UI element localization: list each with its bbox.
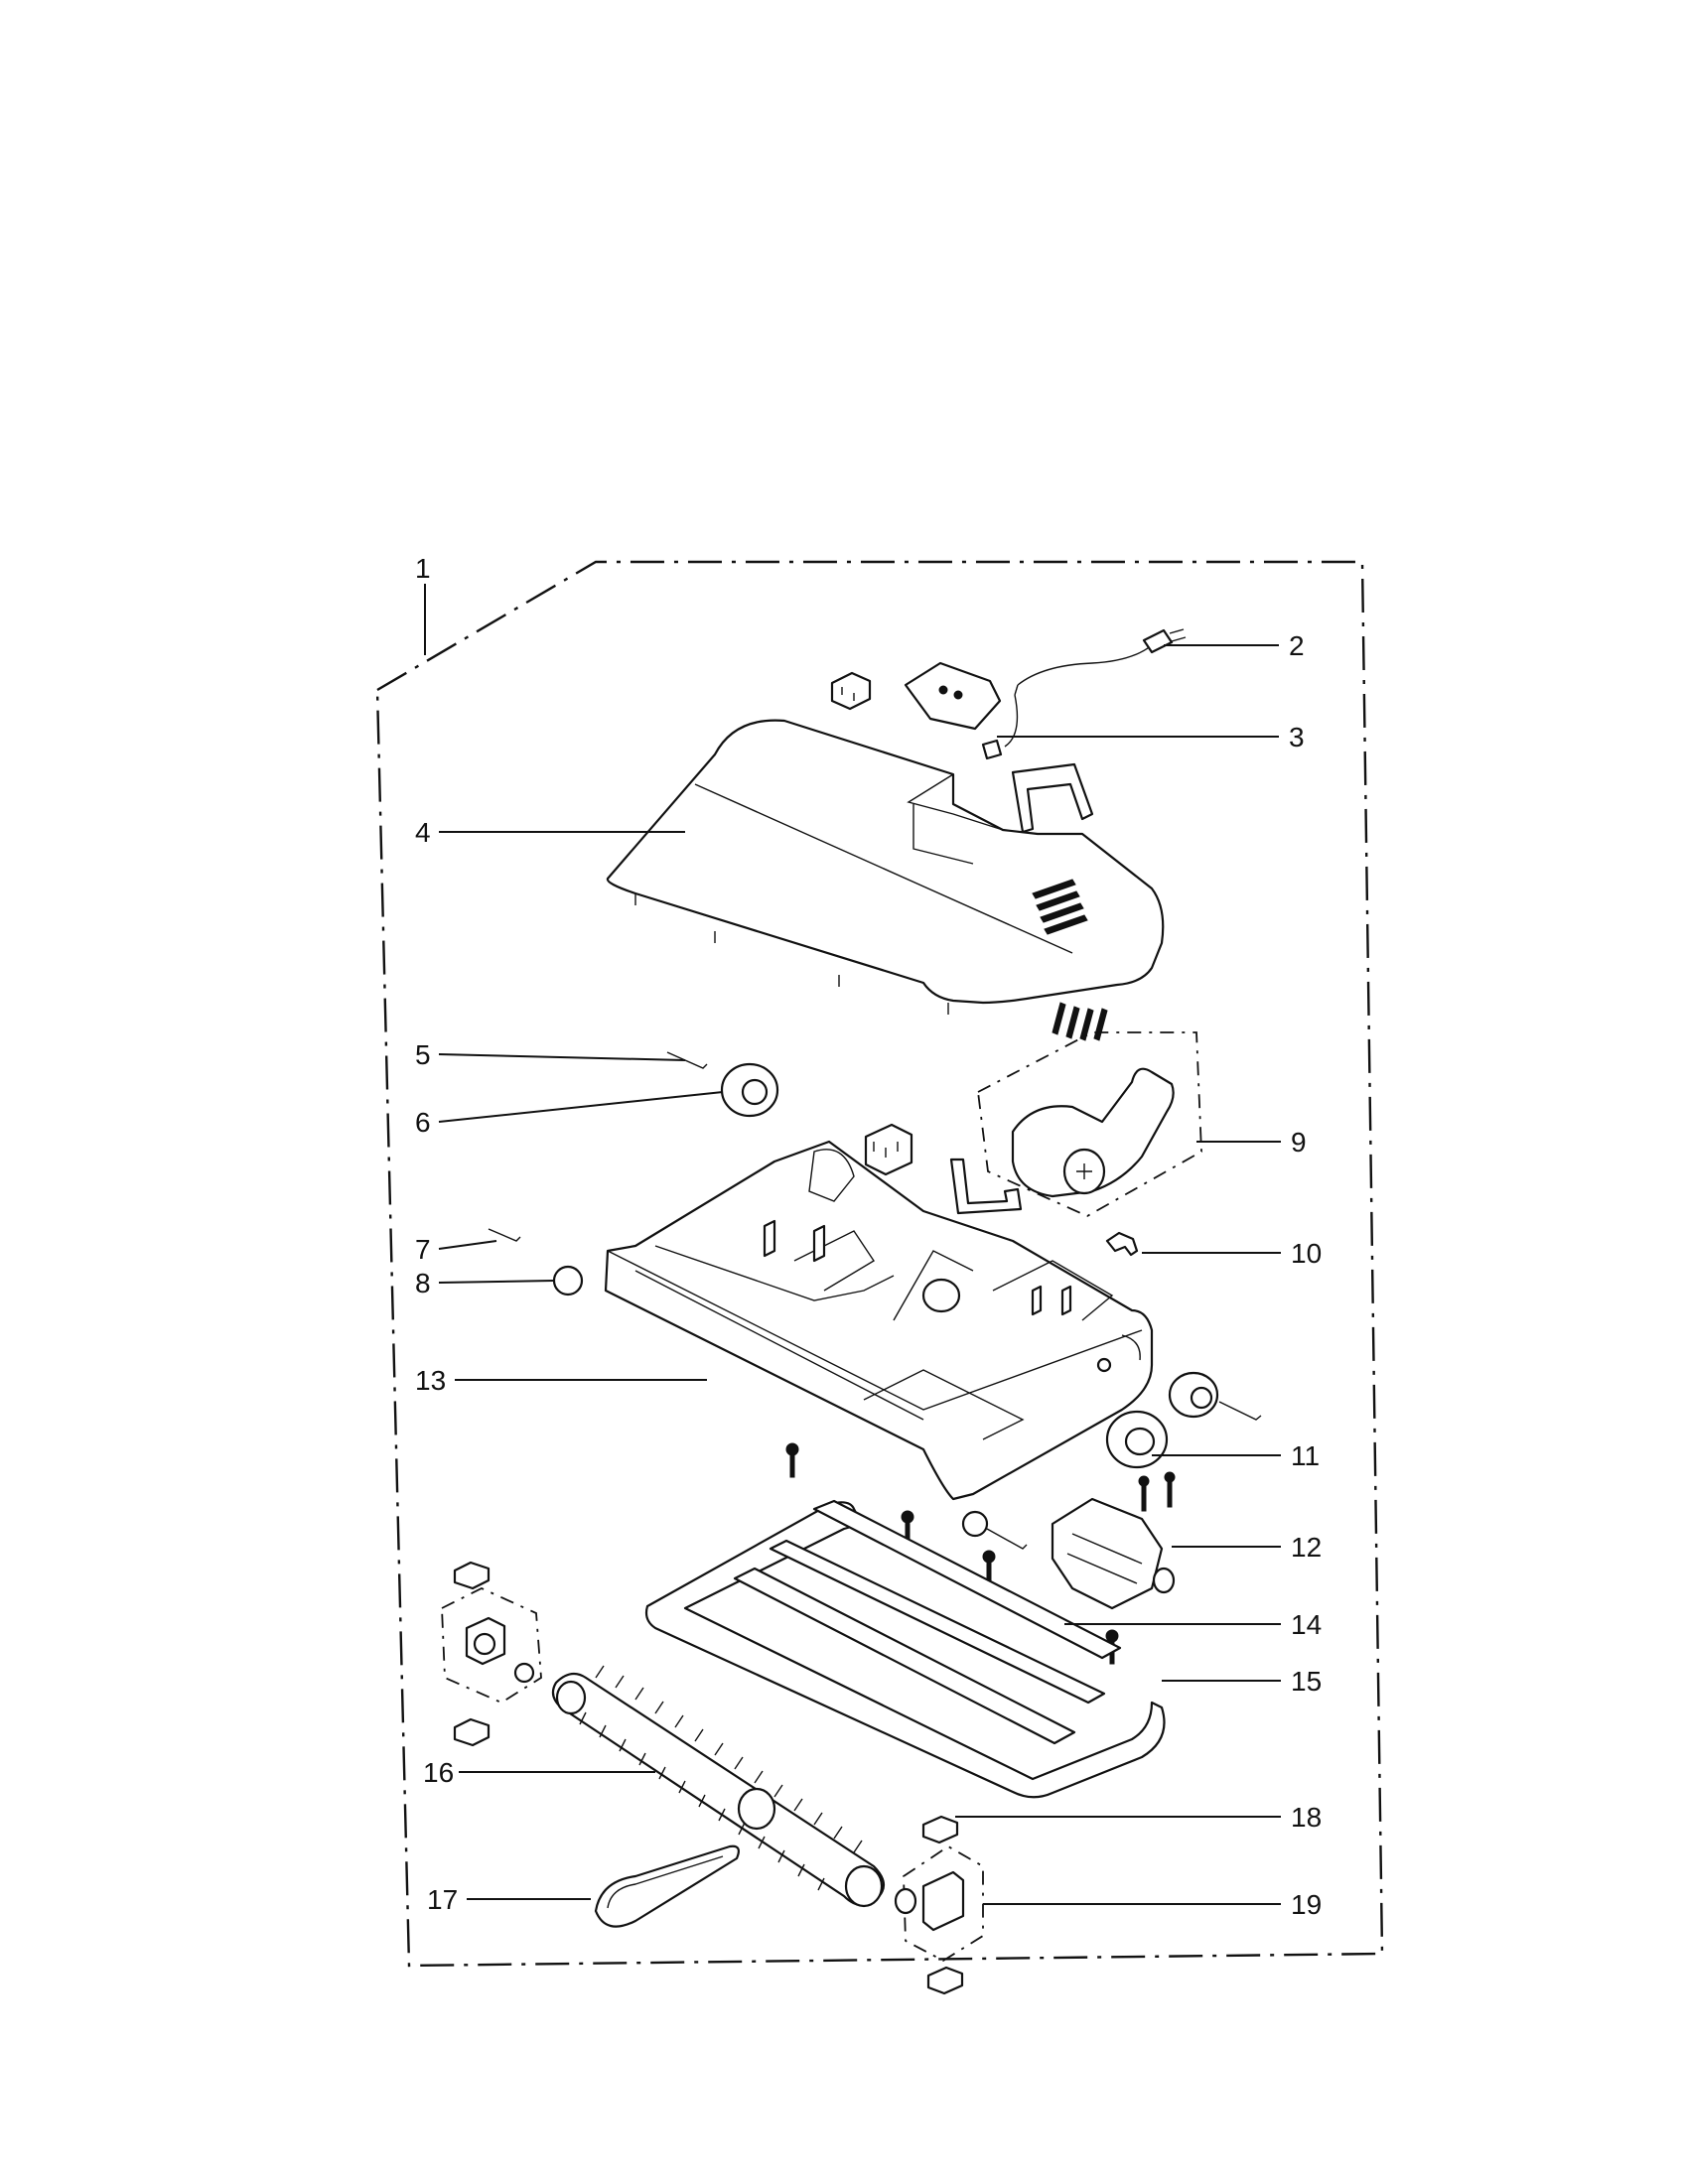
callout-10: 10 [1291, 1238, 1322, 1269]
callout-7: 7 [415, 1234, 431, 1265]
wheel-rear-right [961, 1510, 1028, 1550]
wheel-axle-pin-rear [488, 1228, 521, 1242]
callout-14: 14 [1291, 1609, 1322, 1640]
callout-11: 11 [1291, 1440, 1320, 1471]
brush-roll [551, 1665, 886, 1908]
callout-13: 13 [415, 1365, 446, 1396]
callout-3: 3 [1289, 722, 1305, 752]
wheel-front-left [720, 1062, 779, 1118]
brush-end-cap-group-right [903, 1844, 984, 1963]
terminal-block-top [830, 671, 872, 711]
callout-16: 16 [423, 1757, 454, 1788]
terminal-block-base [864, 1123, 913, 1176]
callout-9: 9 [1291, 1127, 1307, 1158]
callout-19: 19 [1291, 1889, 1322, 1920]
callout-15: 15 [1291, 1666, 1322, 1697]
drive-belt [594, 1844, 740, 1928]
screws [785, 1442, 1119, 1665]
callout-6: 6 [415, 1107, 431, 1138]
callout-2: 2 [1289, 630, 1305, 661]
callout-12: 12 [1291, 1532, 1322, 1563]
motor [1051, 1471, 1176, 1610]
wheel-rear-left [552, 1265, 584, 1297]
power-cord [1014, 628, 1187, 696]
motor-pulley [1105, 1410, 1169, 1469]
brush-end-cap-right [894, 1815, 965, 1995]
callout-17: 17 [427, 1884, 458, 1915]
wheel-axle-pin-left [666, 1051, 708, 1069]
callout-labels: 1 2 3 4 5 6 7 8 9 10 11 12 13 14 15 16 1… [415, 553, 1322, 1920]
callout-8: 8 [415, 1268, 431, 1298]
belt-clip [1105, 1231, 1139, 1257]
callout-18: 18 [1291, 1802, 1322, 1833]
brush-end-cap-left [453, 1561, 535, 1747]
base-pan [644, 1501, 1166, 1799]
base-housing [604, 1140, 1154, 1501]
handle-bracket-top [1011, 762, 1094, 834]
callout-4: 4 [415, 817, 431, 848]
handle-bracket-base [949, 1158, 1023, 1215]
fan-housing-group-border [977, 1031, 1202, 1218]
bottom-plate-rails [733, 1499, 1122, 1745]
fan-housing [1011, 1067, 1175, 1198]
leader-lines [424, 584, 1281, 1905]
hood-cover [606, 719, 1165, 1041]
cord-strain-relief [904, 661, 1019, 760]
callout-5: 5 [415, 1039, 431, 1070]
brush-end-cap-group-left [441, 1587, 542, 1705]
wheel-front-right [1168, 1371, 1262, 1421]
callout-1: 1 [415, 553, 431, 584]
hood-vent-slots [1032, 879, 1108, 1041]
assembly-frame [375, 560, 1384, 1968]
